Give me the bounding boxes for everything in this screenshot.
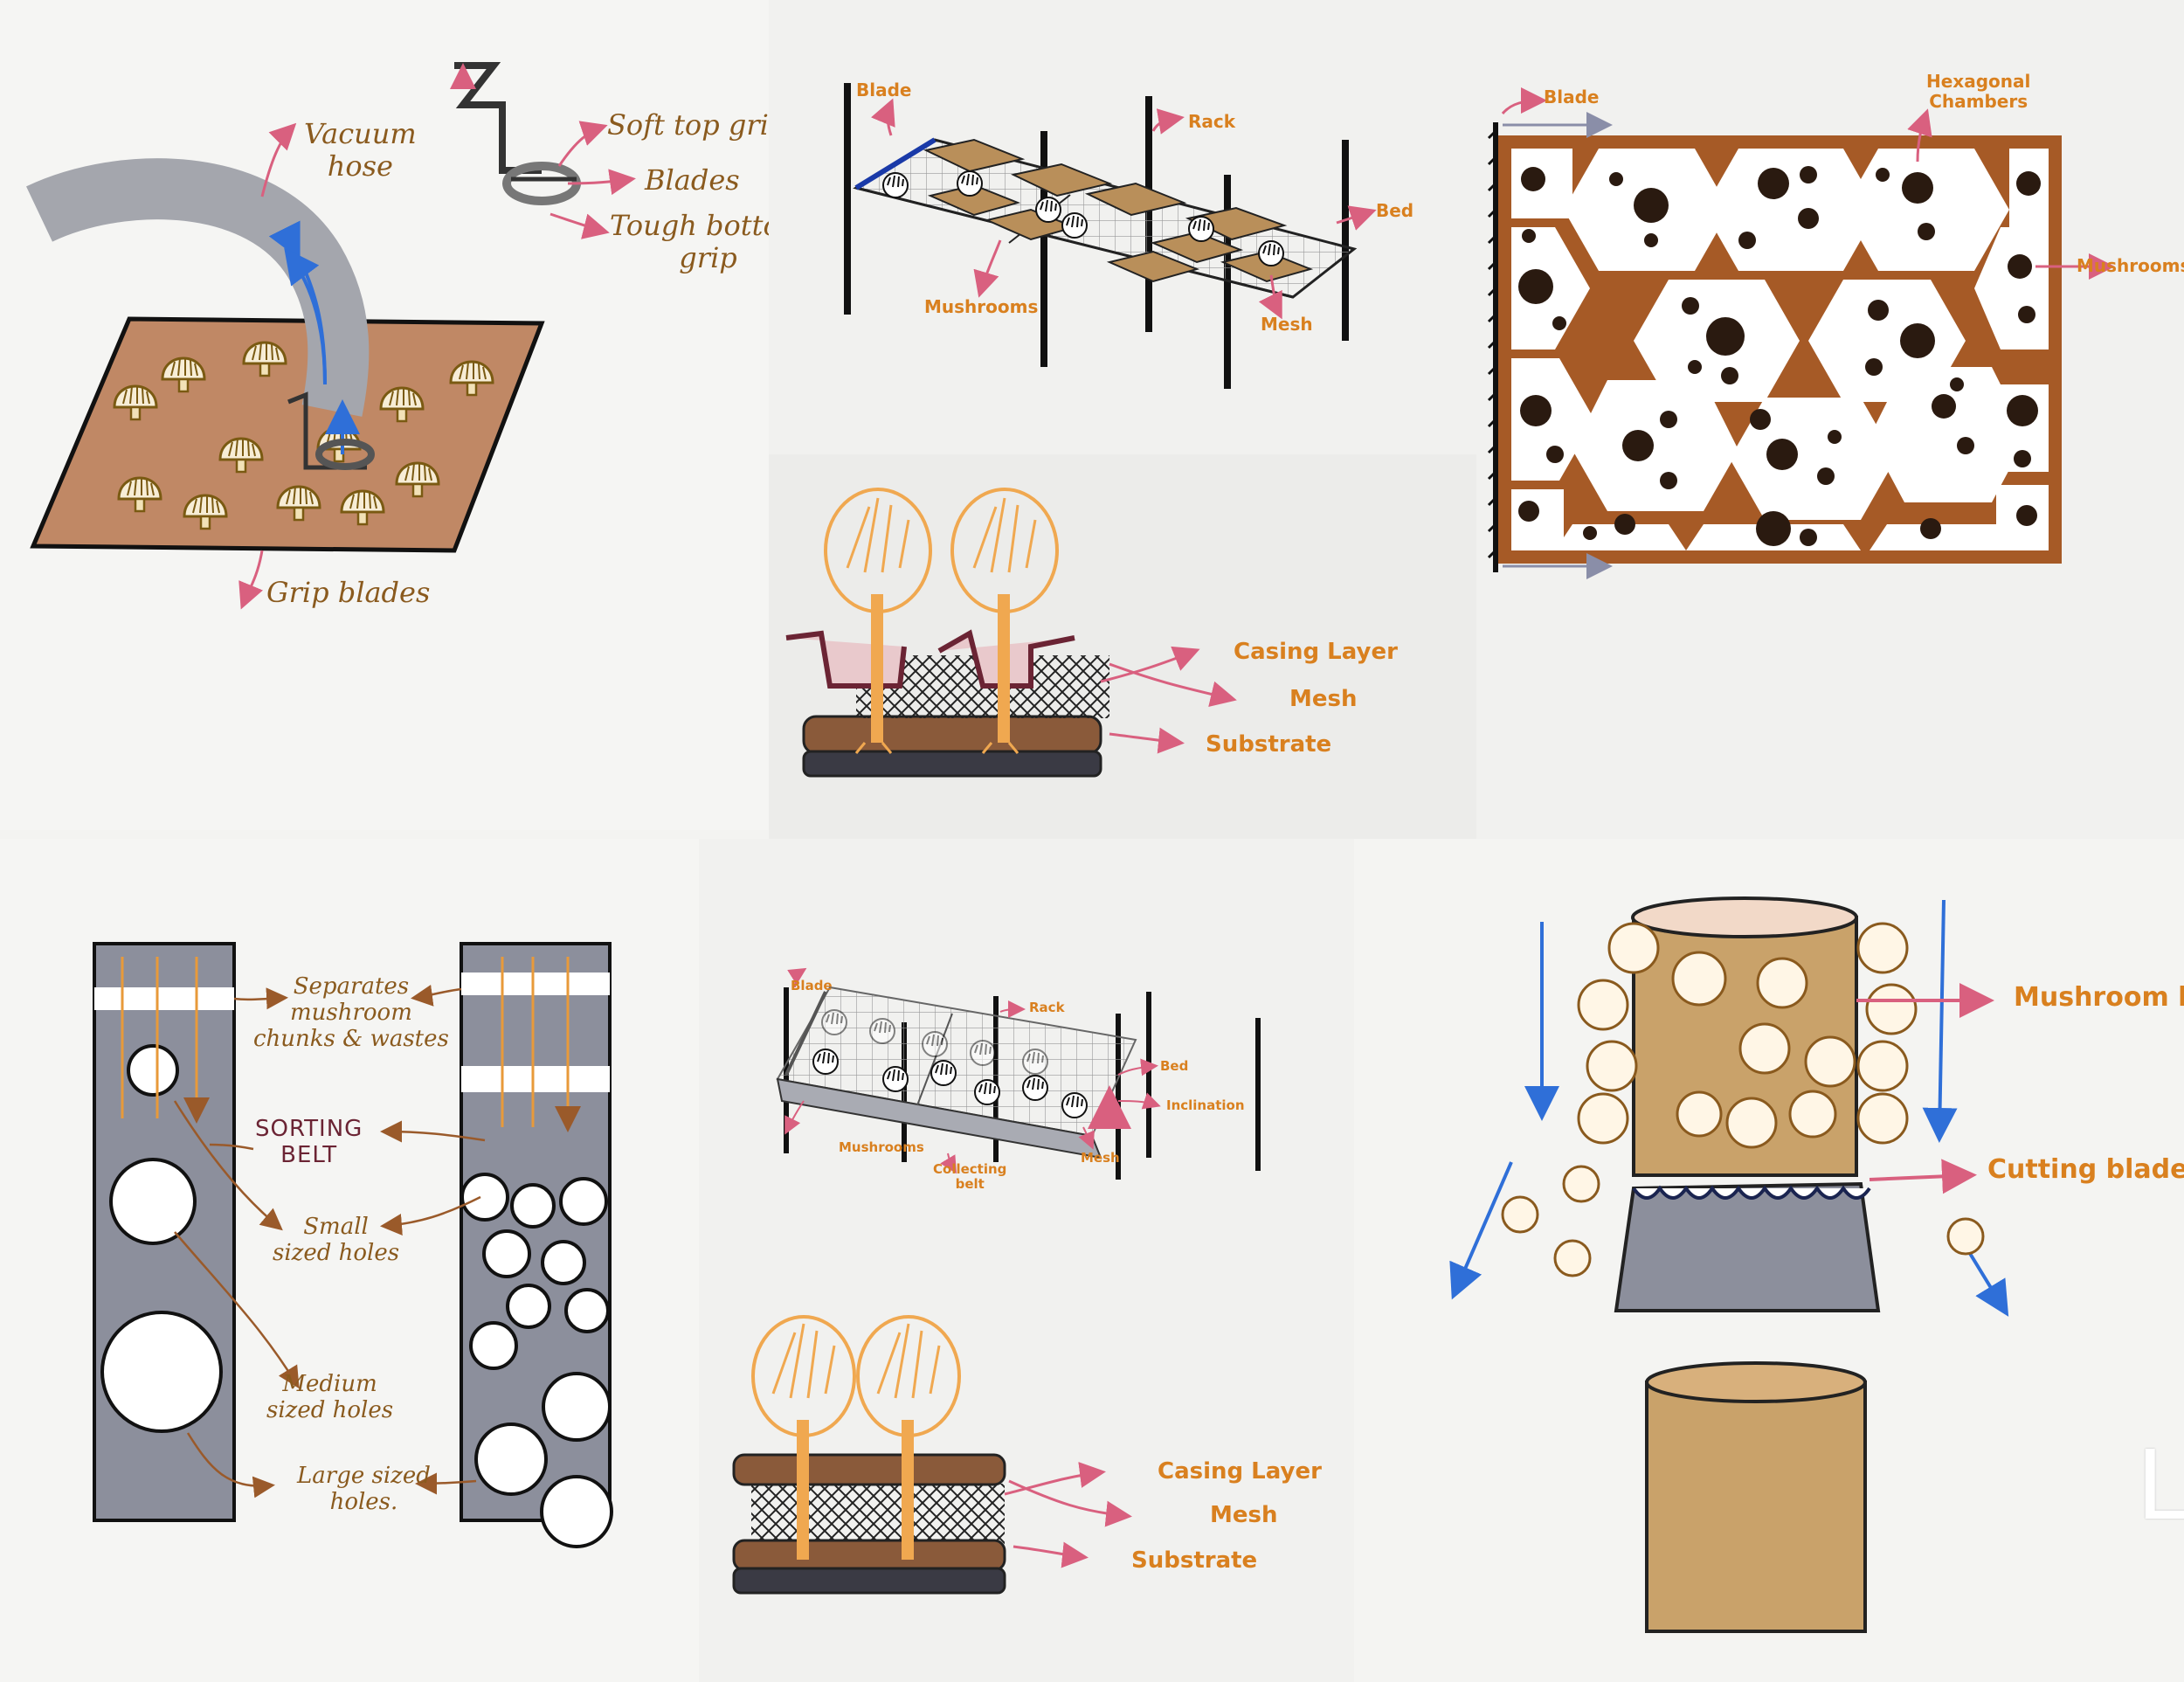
mushroom-log-drawing — [1449, 896, 2009, 1633]
blades-label: Blades — [645, 163, 740, 197]
casing-bottom-substrate-label: Substrate — [1131, 1547, 1258, 1574]
casing-bottom-casing-layer-label: Casing Layer — [1158, 1458, 1322, 1485]
rack-top-drawing — [844, 83, 1377, 389]
casing-top-mesh-label: Mesh — [1289, 686, 1358, 712]
rack-top-blade-label: Blade — [856, 80, 912, 100]
vacuum-hose-label: Vacuum hose — [304, 117, 417, 183]
soft-top-grip-label: Soft top grip — [607, 108, 769, 142]
rack-bottom-bed-label: Bed — [1160, 1058, 1189, 1074]
rack-top-rack-label: Rack — [1188, 111, 1236, 132]
rack-top-mushrooms-label: Mushrooms — [924, 296, 1039, 317]
sorting-belt-label: SORTING BELT — [255, 1116, 363, 1168]
small-holes-label: Small sized holes — [273, 1214, 400, 1266]
rack-bottom-inclination-label: Inclination — [1166, 1097, 1245, 1113]
large-holes-label: Large sized holes. — [297, 1463, 431, 1515]
edge-letter-glyph: L — [2136, 1429, 2184, 1541]
vacuum-hose-drawing — [26, 62, 636, 610]
rack-top-mesh-label: Mesh — [1261, 314, 1313, 335]
hex-chambers-panel: Blade Hexagonal Chambers Mushrooms — [1476, 0, 2184, 839]
casing-bottom-mesh-label: Mesh — [1210, 1502, 1278, 1528]
sorting-belt-panel: Separates mushroom chunks & wastes SORTI… — [0, 839, 699, 1682]
casing-bottom-drawing — [732, 1315, 1132, 1595]
rack-top-panel: Blade Rack Bed Mushrooms Mesh — [769, 0, 1476, 454]
rack-bottom-drawing — [776, 967, 1261, 1180]
hex-mushrooms-label: Mushrooms — [2077, 255, 2184, 276]
tough-bottom-grip-label: Tough bottom grip — [610, 209, 769, 274]
mushroom-log-label: Mushroom log — [2014, 982, 2184, 1013]
rack-top-bed-label: Bed — [1376, 200, 1414, 221]
rack-bottom-mushrooms-label: Mushrooms — [839, 1139, 924, 1155]
mushroom-log-panel: Mushroom log Cutting blade L — [1354, 839, 2184, 1682]
rack-bottom-collecting-belt-label: Collecting belt — [933, 1161, 1007, 1193]
vacuum-hose-panel: Vacuum hose Soft top grip Blades Tough b… — [0, 0, 769, 830]
hexagonal-chambers-label: Hexagonal Chambers — [1926, 71, 2031, 112]
rack-bottom-mesh-label: Mesh — [1081, 1150, 1120, 1166]
casing-bottom-panel: Casing Layer Mesh Substrate — [699, 1293, 1354, 1682]
sorting-belt-drawing — [93, 942, 613, 1548]
casing-top-casing-layer-label: Casing Layer — [1234, 639, 1398, 665]
casing-top-substrate-label: Substrate — [1206, 731, 1332, 758]
grip-blades-label: Grip blades — [266, 576, 431, 609]
cutting-blade-label: Cutting blade — [1987, 1154, 2184, 1185]
hex-chambers-drawing — [1487, 87, 2115, 579]
rack-bottom-rack-label: Rack — [1029, 1000, 1065, 1015]
rack-bottom-blade-label: Blade — [791, 978, 833, 993]
medium-holes-label: Medium sized holes — [266, 1371, 394, 1423]
hex-blade-label: Blade — [1544, 87, 1600, 107]
separates-label: Separates mushroom chunks & wastes — [253, 973, 449, 1052]
rack-bottom-panel: Blade Rack Bed Inclination Mushrooms Col… — [699, 839, 1354, 1293]
casing-top-panel: Casing Layer Mesh Substrate — [769, 454, 1476, 839]
casing-top-drawing — [785, 488, 1237, 778]
